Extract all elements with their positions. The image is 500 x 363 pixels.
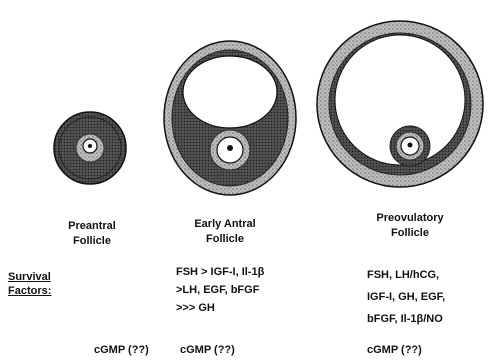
- preovulatory-factors: FSH, LH/hCG, IGF-I, GH, EGF, bFGF, Il-1β…: [367, 264, 445, 330]
- stage-label-preantral: Preantral Follicle: [52, 219, 132, 249]
- factor-line: >LH, EGF, bFGF: [176, 281, 264, 299]
- antrum: [183, 56, 277, 128]
- nucleus: [88, 144, 92, 148]
- cgmp-preantral: cGMP (??): [94, 344, 149, 356]
- factor-line: FSH, LH/hCG,: [367, 264, 445, 286]
- survival-factors-heading: Survival Factors:: [8, 270, 51, 298]
- nucleus: [227, 145, 233, 151]
- nucleus: [408, 143, 413, 148]
- stage-label-early-antral: Early Antral Follicle: [180, 217, 270, 247]
- cgmp-early-antral: cGMP (??): [180, 344, 235, 356]
- factor-line: >>> GH: [176, 299, 264, 317]
- early-antral-factors: FSH > IGF-I, Il-1β >LH, EGF, bFGF >>> GH: [176, 263, 264, 317]
- preantral-follicle: [54, 112, 126, 184]
- preovulatory-follicle: [317, 21, 483, 187]
- factor-line: bFGF, Il-1β/NO: [367, 308, 445, 330]
- early-antral-follicle: [164, 41, 296, 195]
- factor-line: FSH > IGF-I, Il-1β: [176, 263, 264, 281]
- factor-line: IGF-I, GH, EGF,: [367, 286, 445, 308]
- stage-label-preovulatory: Preovulatory Follicle: [360, 211, 460, 241]
- cgmp-preovulatory: cGMP (??): [367, 344, 422, 356]
